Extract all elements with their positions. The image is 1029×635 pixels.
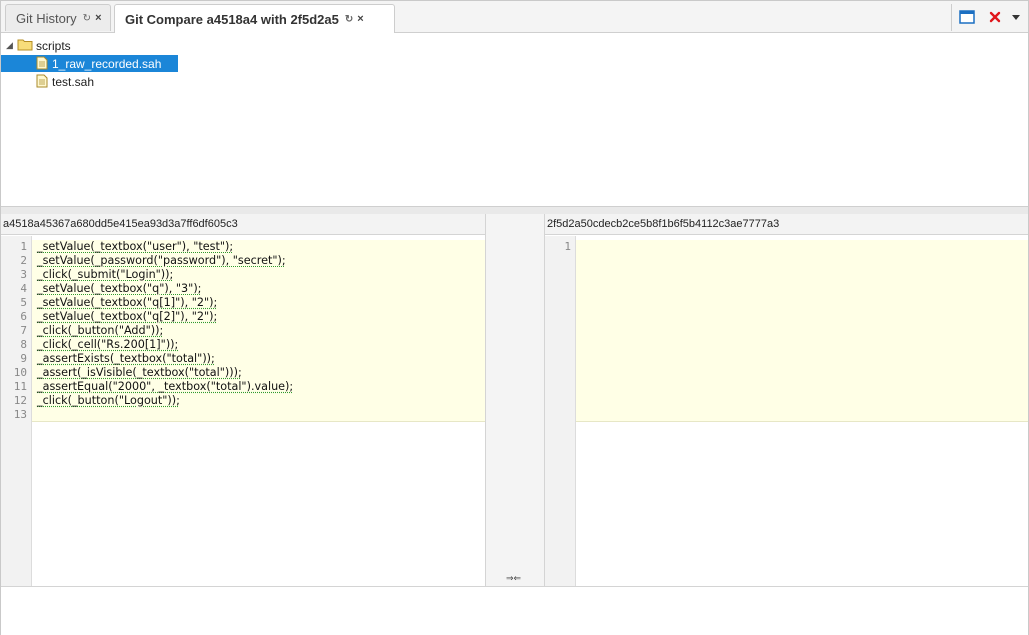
code-line: _assertExists(_textbox("total"));	[37, 352, 215, 365]
tab-git-history[interactable]: Git History ↻ ×	[5, 4, 111, 31]
code-line: _assertEqual("2000", _textbox("total").v…	[37, 380, 294, 393]
close-icon[interactable]: ×	[95, 12, 102, 24]
maximize-icon[interactable]	[958, 8, 976, 26]
compare-center-ruler: ⇒⇐	[485, 214, 545, 586]
left-commit-header: a4518a45367a680dd5e415ea93d3a7ff6df605c3	[1, 214, 485, 235]
line-number: 12	[13, 394, 27, 407]
close-view-icon[interactable]	[986, 8, 1004, 26]
code-line: _click(_button("Logout"));	[37, 394, 180, 407]
code-line: _setValue(_password("password"), "secret…	[37, 254, 286, 267]
line-number: 6	[20, 310, 27, 323]
copy-direction-icon[interactable]: ⇒⇐	[506, 573, 522, 583]
tab-git-compare[interactable]: Git Compare a4518a4 with 2f5d2a5 ↻ ×	[114, 4, 395, 33]
code-line: _setValue(_textbox("q[2]"), "2");	[37, 310, 218, 323]
close-icon[interactable]: ×	[357, 13, 364, 25]
line-number: 7	[20, 324, 27, 337]
file-icon	[36, 74, 48, 91]
tab-label: Git Compare a4518a4 with 2f5d2a5	[125, 11, 339, 27]
line-number: 1	[564, 240, 571, 253]
view-menu-icon[interactable]	[1007, 8, 1025, 26]
code-line: _click(_cell("Rs.200[1]"));	[37, 338, 179, 351]
line-number: 4	[20, 282, 27, 295]
line-number: 2	[20, 254, 27, 267]
refresh-icon[interactable]: ↻	[344, 13, 354, 25]
view-toolbar	[951, 4, 1028, 31]
line-number: 11	[13, 380, 27, 393]
code-line: _setValue(_textbox("q[1]"), "2");	[37, 296, 218, 309]
line-number: 10	[13, 366, 27, 379]
diff-highlight	[576, 240, 1028, 422]
code-line: _setValue(_textbox("q"), "3");	[37, 282, 202, 295]
line-number: 5	[20, 296, 27, 309]
refresh-icon[interactable]: ↻	[82, 12, 92, 24]
diff-highlight	[32, 240, 485, 422]
line-number: 9	[20, 352, 27, 365]
expand-twisty-icon[interactable]: ◢	[6, 40, 13, 50]
right-commit-header: 2f5d2a50cdecb2ce5b8f1b6f5b4112c3ae7777a3	[545, 214, 1028, 235]
changed-files-tree: ◢ scripts 1_raw_recorded.sah test.sah	[1, 33, 1028, 206]
line-number: 8	[20, 338, 27, 351]
file-icon	[36, 56, 48, 73]
line-number: 1	[20, 240, 27, 253]
code-line: _assert(_isVisible(_textbox("total")));	[37, 366, 242, 379]
file-label: test.sah	[52, 74, 95, 89]
line-number-gutter: 1	[545, 236, 576, 586]
tab-bar: Git History ↻ × Git Compare a4518a4 with…	[1, 1, 1028, 33]
line-number: 13	[13, 408, 27, 421]
code-line: _click(_button("Add"));	[37, 324, 164, 337]
tree-file-1-raw-recorded[interactable]: 1_raw_recorded.sah	[1, 55, 178, 72]
folder-label: scripts	[36, 38, 71, 53]
code-line: _setValue(_textbox("user"), "test");	[37, 240, 234, 253]
folder-icon	[17, 38, 33, 54]
file-label: 1_raw_recorded.sah	[50, 55, 164, 72]
line-number: 3	[20, 268, 27, 281]
status-area	[1, 586, 1028, 635]
code-line: _click(_submit("Login"));	[37, 268, 174, 281]
tab-label: Git History	[16, 10, 77, 26]
right-compare-pane[interactable]: 1	[545, 236, 1028, 586]
